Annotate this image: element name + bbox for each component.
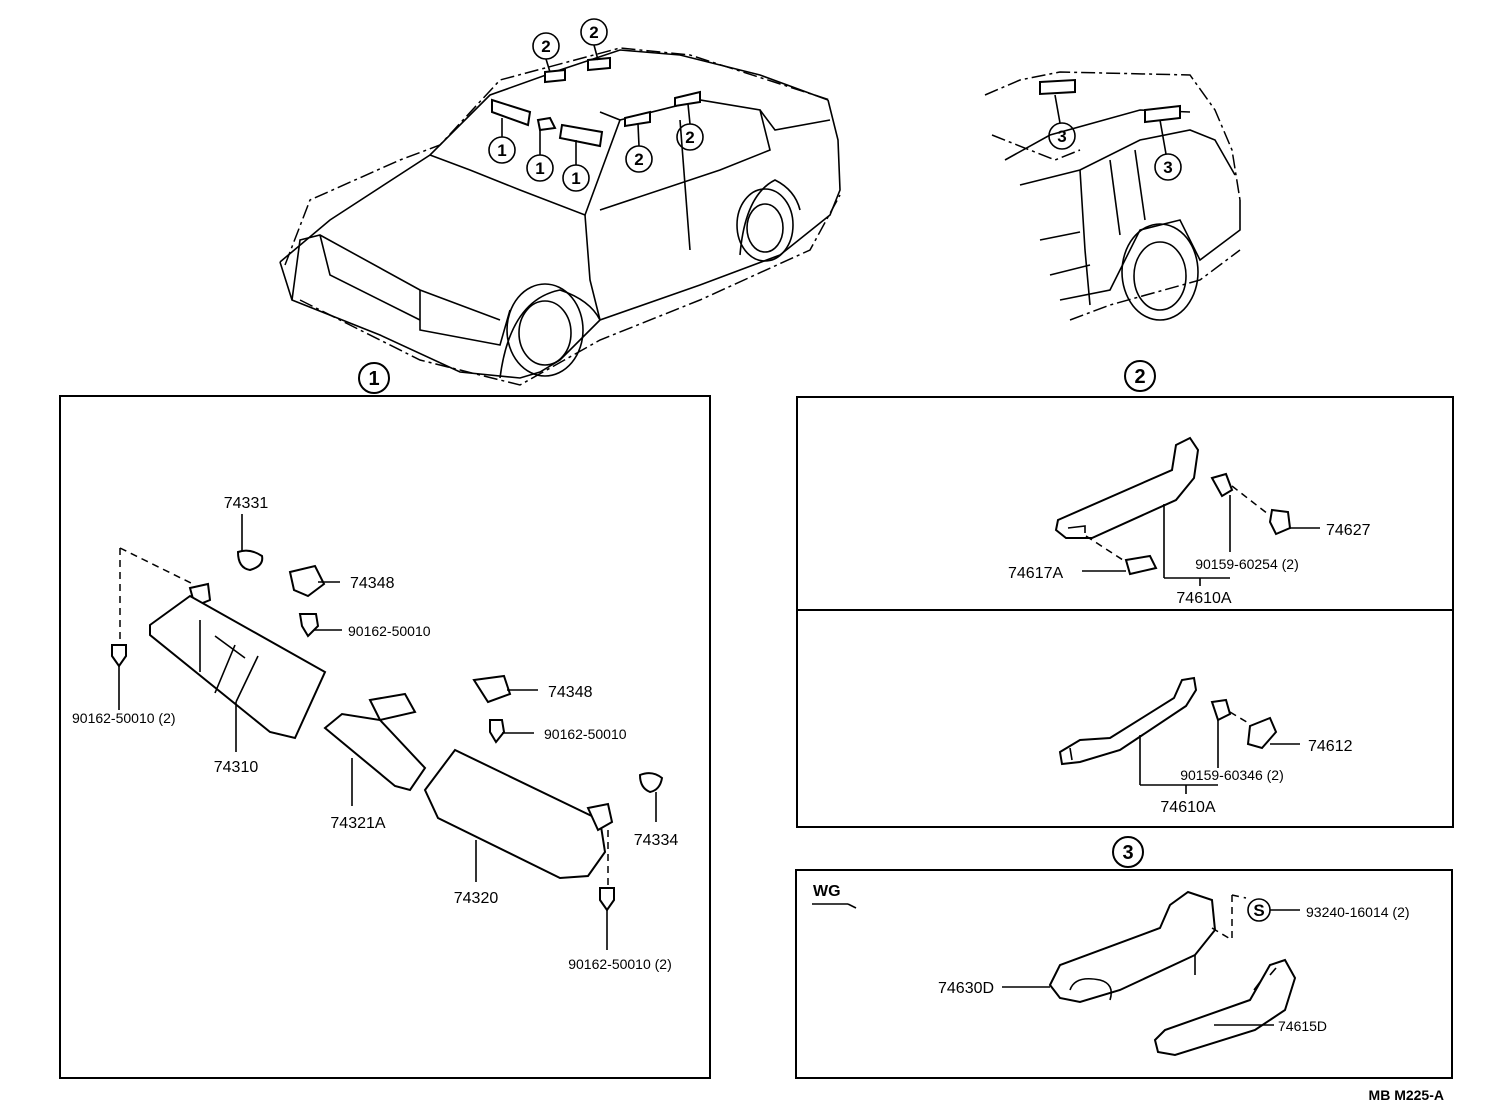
label-74348-upper: 74348: [350, 575, 395, 592]
callout-1-a: 1: [497, 141, 506, 160]
sedan-illustration: [279, 47, 841, 386]
label-74310: 74310: [214, 759, 259, 776]
assist-grip-upper: [1054, 436, 1292, 576]
section-3-box: [795, 869, 1453, 1079]
label-93240-16014: 93240-16014 (2): [1306, 904, 1410, 920]
callout-1-c: 1: [571, 169, 580, 188]
label-90162-50010-lower: 90162-50010: [544, 726, 627, 742]
sedan-callouts: 1 1 1 2 2 2 2: [488, 18, 704, 192]
section-3-header: 3: [1122, 842, 1133, 864]
label-74610a-lower: 74610A: [1160, 799, 1215, 816]
label-90162-50010-upper: 90162-50010: [348, 623, 431, 639]
wagon-callouts: 3 3: [1048, 94, 1182, 181]
label-90162-50010-2-right: 90162-50010 (2): [568, 956, 672, 972]
label-90159-60254: 90159-60254 (2): [1195, 556, 1299, 572]
callout-3-b: 3: [1163, 158, 1172, 177]
callout-3-a: 3: [1057, 127, 1066, 146]
diagram-code: MB M225-A: [1369, 1087, 1444, 1103]
label-74334: 74334: [634, 832, 679, 849]
callout-2-b: 2: [589, 23, 598, 42]
label-74331: 74331: [224, 495, 269, 512]
wagon-grip-parts: [1048, 890, 1297, 1057]
section-1-box: [59, 395, 711, 1079]
wagon-illustration: [984, 71, 1241, 321]
label-s-circle: S: [1253, 901, 1264, 920]
label-90162-50010-2-left: 90162-50010 (2): [72, 710, 176, 726]
section-2-header: 2: [1134, 366, 1145, 388]
assist-grip-lower: [1058, 676, 1278, 766]
section-1-header: 1: [368, 368, 379, 390]
callout-2-c: 2: [634, 150, 643, 169]
label-74612: 74612: [1308, 738, 1353, 755]
label-74615d: 74615D: [1278, 1018, 1327, 1034]
sun-visor-parts: [111, 547, 664, 912]
label-74617a: 74617A: [1008, 565, 1063, 582]
label-74627: 74627: [1326, 522, 1371, 539]
label-74320: 74320: [454, 890, 499, 907]
label-90159-60346: 90159-60346 (2): [1180, 767, 1284, 783]
label-74348-lower: 74348: [548, 684, 593, 701]
callout-1-b: 1: [535, 159, 544, 178]
label-74321a: 74321A: [330, 815, 385, 832]
label-74610a-upper: 74610A: [1176, 590, 1231, 607]
label-wg: WG: [813, 883, 841, 900]
callout-2-a: 2: [541, 37, 550, 56]
label-74630d: 74630D: [938, 980, 994, 997]
section-2-box: [796, 396, 1454, 828]
callout-2-d: 2: [685, 128, 694, 147]
